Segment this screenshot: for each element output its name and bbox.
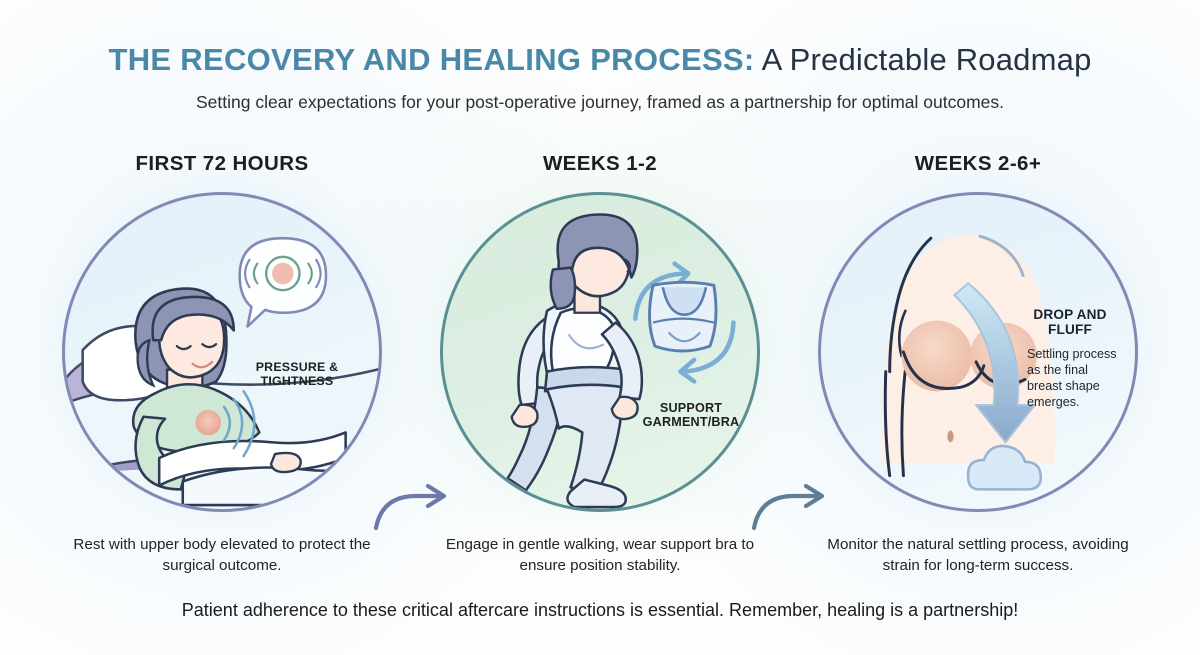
page-title: THE RECOVERY AND HEALING PROCESS: A Pred…	[0, 40, 1200, 80]
stage-first-72-hours: FIRST 72 HOURS	[42, 152, 402, 576]
pressure-bubble-icon	[238, 236, 328, 328]
stage-row: FIRST 72 HOURS	[0, 152, 1200, 582]
stage-illustration: PRESSURE & TIGHTNESS	[48, 178, 396, 526]
stage-illustration: SUPPORT GARMENT/BRA	[426, 178, 774, 526]
drop-and-fluff-label: DROP AND FLUFF	[1033, 307, 1107, 338]
stage-title: WEEKS 2-6+	[914, 152, 1042, 175]
stage-circle: DROP AND FLUFF Settling process as the f…	[818, 192, 1138, 512]
stage-circle: SUPPORT GARMENT/BRA	[440, 192, 760, 512]
stage-title: FIRST 72 HOURS	[135, 152, 309, 175]
stage-title: WEEKS 1-2	[542, 152, 658, 175]
cloud-icon	[966, 444, 1043, 491]
page-subtitle: Setting clear expectations for your post…	[196, 92, 1004, 112]
stage-caption: Engage in gentle walking, wear support b…	[445, 536, 755, 574]
walking-scene-illustration	[480, 213, 736, 509]
arrow-stage2-to-stage3	[751, 483, 825, 531]
pressure-tightness-label: PRESSURE & TIGHTNESS	[255, 360, 339, 388]
stage-illustration: DROP AND FLUFF Settling process as the f…	[804, 178, 1152, 526]
stage-circle: PRESSURE & TIGHTNESS	[62, 192, 382, 512]
support-garment-label: SUPPORT GARMENT/BRA	[642, 401, 740, 430]
resting-scene-illustration	[65, 236, 379, 507]
settling-torso-illustration	[881, 234, 1055, 491]
sports-bra-icon	[648, 280, 718, 353]
stage-caption: Rest with upper body elevated to protect…	[73, 536, 371, 574]
page-title-accent: THE RECOVERY AND HEALING PROCESS:	[108, 42, 755, 77]
arrow-stage1-to-stage2	[373, 483, 447, 531]
drop-and-fluff-description: Settling process as the final breast sha…	[1027, 347, 1117, 409]
header: THE RECOVERY AND HEALING PROCESS: A Pred…	[0, 40, 1200, 114]
stage-weeks-2-6-plus: WEEKS 2-6+	[798, 152, 1158, 576]
page-title-tail: A Predictable Roadmap	[754, 42, 1092, 77]
stage-caption: Monitor the natural settling process, av…	[827, 536, 1129, 574]
footer-note: Patient adherence to these critical afte…	[181, 600, 1019, 620]
stage-weeks-1-2: WEEKS 1-2	[420, 152, 780, 576]
